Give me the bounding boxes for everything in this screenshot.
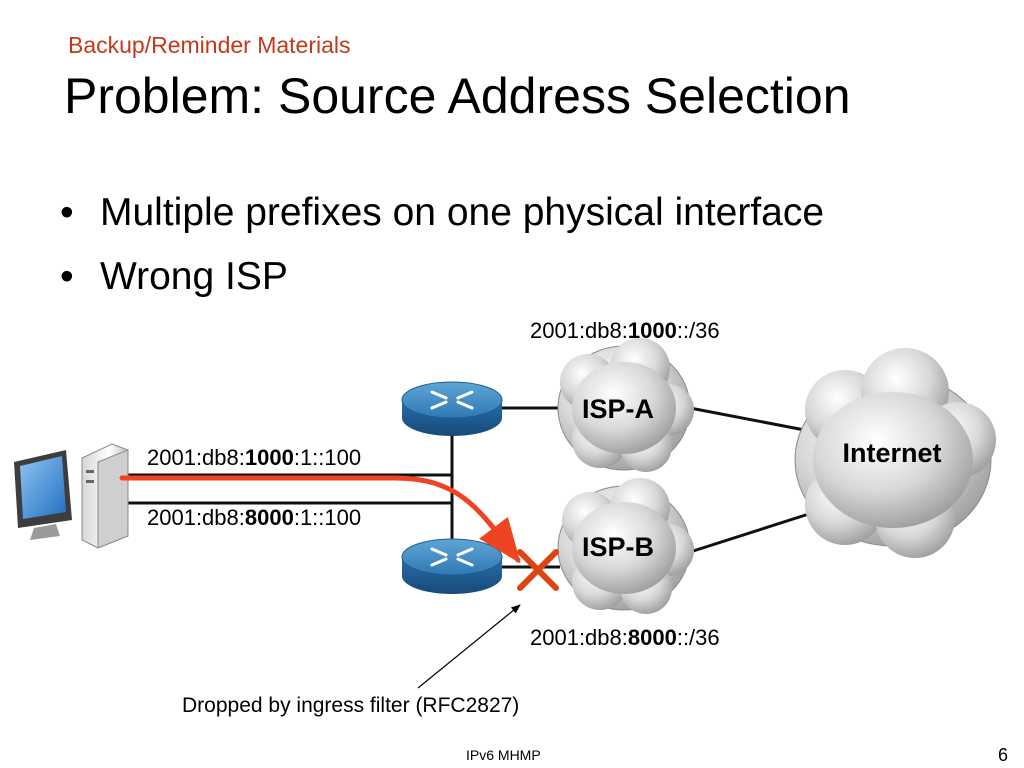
- ingress-filter-note: Dropped by ingress filter (RFC2827): [182, 694, 520, 717]
- isp-b-prefix: 2001:db8:8000::/36: [530, 625, 720, 650]
- wrong-route-path: [119, 475, 521, 564]
- callout-arrow: [417, 604, 521, 689]
- isp-b-cloud-icon: [557, 478, 694, 614]
- host-address-a: 2001:db8:1000:1::100: [147, 445, 362, 470]
- internet-cloud-icon: [794, 348, 996, 558]
- slide-title: Problem: Source Address Selection: [64, 68, 851, 124]
- slide-supertitle: Backup/Reminder Materials: [68, 32, 351, 58]
- host-computer-icon: [14, 443, 129, 549]
- router-b-icon: [401, 538, 503, 594]
- slide-footer: IPv6 MHMP: [466, 747, 541, 763]
- isp-b-label: ISP-B: [582, 532, 654, 562]
- router-a-icon: [401, 381, 503, 436]
- dropped-cross-icon: [517, 549, 559, 591]
- page-number: 6: [998, 745, 1009, 765]
- isp-a-label: ISP-A: [582, 394, 654, 424]
- isp-b-to-internet-link: [689, 510, 816, 554]
- isp-a-cloud-icon: [557, 338, 694, 472]
- bullet-list: Multiple prefixes on one physical interf…: [60, 190, 824, 318]
- bullet-item: Multiple prefixes on one physical interf…: [60, 190, 824, 236]
- host-address-b: 2001:db8:8000:1::100: [147, 505, 362, 530]
- internet-label: Internet: [842, 438, 941, 468]
- bullet-item: Wrong ISP: [60, 254, 824, 300]
- isp-a-prefix: 2001:db8:1000::/36: [530, 318, 720, 343]
- isp-a-to-internet-link: [689, 406, 816, 434]
